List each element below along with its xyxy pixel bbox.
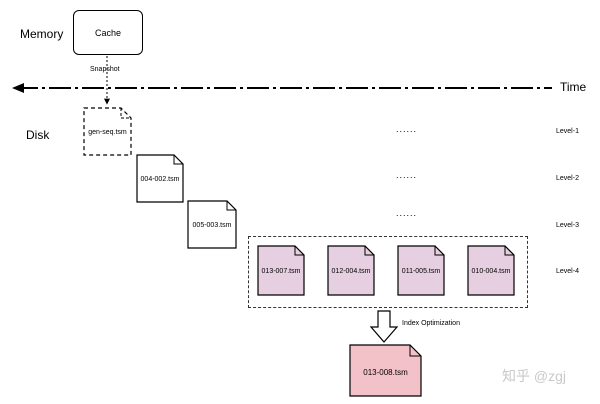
file-010-004-fold xyxy=(504,246,514,256)
file-011-005-fold xyxy=(434,246,444,256)
gen-seq-file-shape xyxy=(83,107,132,156)
file-013-008: 013-008.tsm xyxy=(350,360,421,384)
cache-label: Cache xyxy=(94,27,121,38)
watermark: 知乎 @zgj xyxy=(502,368,566,384)
file-012-004-label: 012-004.tsm xyxy=(331,267,371,275)
file-013-007-shape xyxy=(257,245,305,296)
memory-label: Memory xyxy=(20,27,64,41)
file-013-007-fold xyxy=(294,246,304,256)
level-2-label: Level-2 xyxy=(556,175,579,182)
cache-box: Cache xyxy=(73,10,143,55)
level-3-ellipsis: ...... xyxy=(396,208,418,218)
file-005-003: 005-003.tsm xyxy=(188,214,236,236)
file-012-004-shape xyxy=(327,245,375,296)
file-005-003-shape xyxy=(187,200,237,249)
level-4-group-frame xyxy=(248,236,528,308)
level-1-label: Level-1 xyxy=(556,128,579,135)
time-label: Time xyxy=(560,80,587,94)
level-1-ellipsis: ...... xyxy=(396,124,418,134)
gen-seq-file: gen-seq.tsm xyxy=(84,120,131,144)
file-011-005-shape xyxy=(397,245,445,296)
index-optimization-arrow xyxy=(369,310,399,343)
gen-seq-file-label: gen-seq.tsm xyxy=(88,128,127,136)
file-011-005-label: 011-005.tsm xyxy=(401,267,441,275)
timeline-arrowhead xyxy=(12,83,24,93)
file-012-004: 012-004.tsm xyxy=(328,260,374,282)
file-004-002-label: 004-002.tsm xyxy=(140,175,180,183)
file-005-003-fold xyxy=(226,201,236,211)
snapshot-label: Snapshot xyxy=(90,66,120,73)
file-013-007-label: 013-007.tsm xyxy=(261,267,301,275)
file-013-008-label: 013-008.tsm xyxy=(363,367,408,377)
file-004-002-fold xyxy=(173,155,183,165)
level-2-ellipsis: ...... xyxy=(396,170,418,180)
file-004-002: 004-002.tsm xyxy=(137,168,183,190)
file-013-008-shape xyxy=(349,344,422,397)
file-004-002-shape xyxy=(136,154,184,203)
file-010-004: 010-004.tsm xyxy=(468,260,514,282)
file-013-007: 013-007.tsm xyxy=(258,260,304,282)
file-010-004-shape xyxy=(467,245,515,296)
file-010-004-label: 010-004.tsm xyxy=(471,267,511,275)
level-3-label: Level-3 xyxy=(556,222,579,229)
disk-label: Disk xyxy=(26,128,50,142)
file-012-004-fold xyxy=(364,246,374,256)
file-013-008-fold xyxy=(409,345,421,357)
level-4-label: Level-4 xyxy=(556,268,579,275)
file-011-005: 011-005.tsm xyxy=(398,260,444,282)
file-005-003-label: 005-003.tsm xyxy=(192,221,232,229)
gen-seq-file-fold xyxy=(120,108,131,119)
index-optimization-label: Index Optimization xyxy=(402,320,460,327)
